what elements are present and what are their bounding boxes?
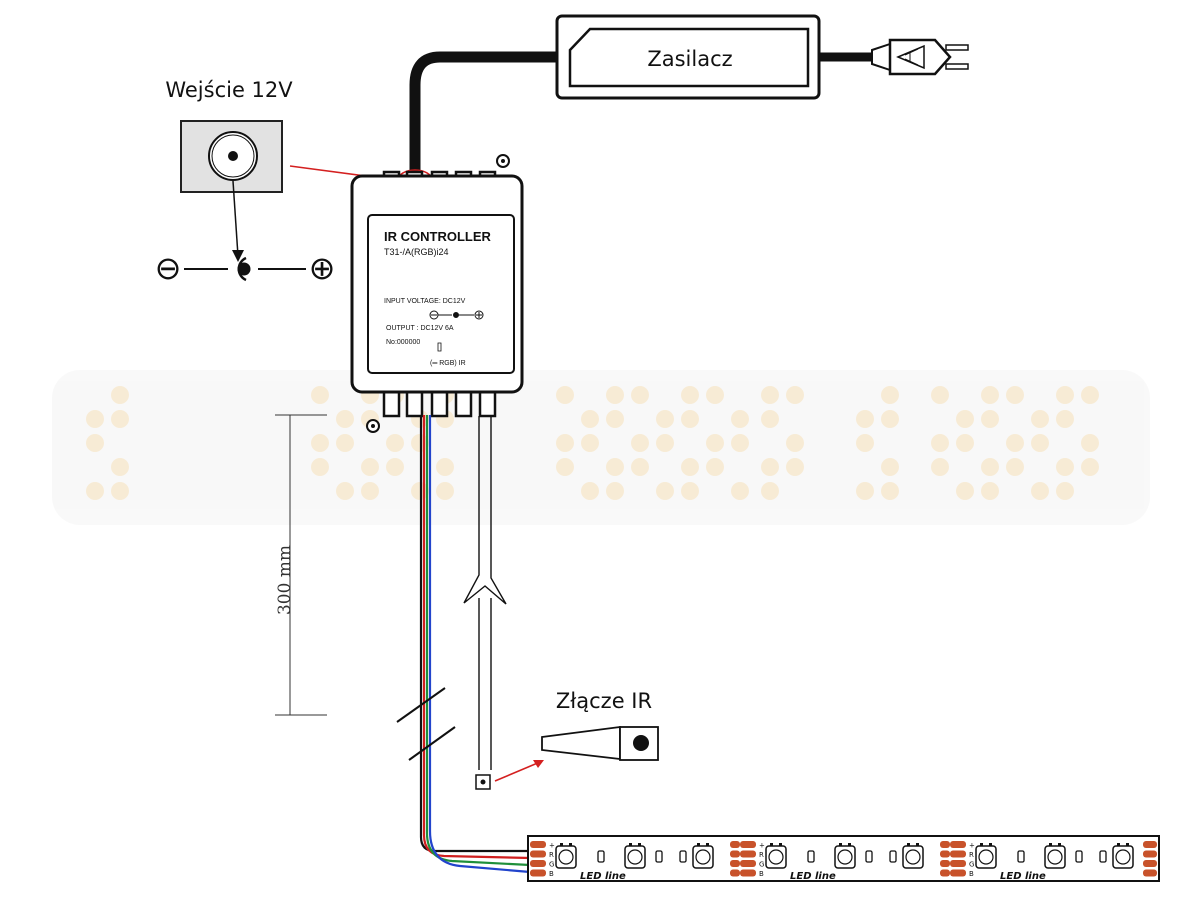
pin-label: B — [969, 870, 974, 878]
controller-model: T31-/A(RGB)i24 — [384, 247, 449, 257]
strip-connector: +RGB — [530, 841, 555, 878]
led-chip-icon — [1044, 843, 1066, 869]
led-chip-icon — [1112, 843, 1134, 869]
led-chip-icon — [555, 843, 577, 869]
power-supply: Zasilacz — [555, 14, 821, 100]
resistor-icon — [1075, 850, 1083, 863]
dimension-label: 300 mm — [275, 545, 295, 615]
cable-break-icon — [396, 687, 456, 761]
pin-label: B — [549, 870, 554, 878]
pin-label: B — [759, 870, 764, 878]
plus-icon: ⊕ — [309, 249, 336, 287]
pin-label: G — [759, 861, 764, 869]
power-supply-label: Zasilacz — [647, 47, 732, 71]
resistor-icon — [1099, 850, 1107, 863]
resistor-icon — [1017, 850, 1025, 863]
annotation-arrow — [494, 761, 541, 782]
resistor-icon — [679, 850, 687, 863]
led-chip-icon — [902, 843, 924, 869]
pin-label: R — [759, 851, 764, 859]
minus-icon: ⊖ — [155, 249, 182, 287]
strip-connector: +RGB — [740, 841, 765, 878]
pin-label: G — [969, 861, 974, 869]
strip-brand: LED line — [790, 871, 836, 882]
led-chip-icon — [975, 843, 997, 869]
led-chip-icon — [765, 843, 787, 869]
plug-icon — [871, 38, 969, 76]
input-12v-label: Wejście 12V — [165, 78, 293, 102]
resistor-icon — [655, 850, 663, 863]
resistor-icon — [889, 850, 897, 863]
pin-label: R — [549, 851, 554, 859]
ir-controller: IR CONTROLLER T31-/A(RGB)i24 INPUT VOLTA… — [350, 154, 524, 433]
dc-cable — [409, 51, 557, 180]
strip-brand: LED line — [580, 871, 626, 882]
pin-label: + — [759, 842, 765, 850]
pin-label: G — [549, 861, 554, 869]
controller-ports: (═ RGB) IR — [430, 360, 466, 367]
controller-serial: No:000000 — [386, 339, 420, 346]
dc-jack-illustration: Wejście 12V — [165, 78, 293, 193]
dimension-line: 300 mm — [275, 414, 327, 716]
led-chip-icon — [834, 843, 856, 869]
watermark — [52, 370, 1150, 525]
led-chip-icon — [692, 843, 714, 869]
controller-title: IR CONTROLLER — [384, 229, 491, 244]
polarity-symbol: ⊖ ⊕ — [155, 180, 336, 287]
ir-connector-illustration — [541, 725, 659, 761]
pin-label: + — [969, 842, 975, 850]
controller-output: OUTPUT : DC12V 6A — [386, 325, 454, 332]
pin-label: R — [969, 851, 974, 859]
pin-label: + — [549, 842, 555, 850]
led-chip-icon — [624, 843, 646, 869]
rgb-cable — [419, 415, 531, 874]
resistor-icon — [865, 850, 873, 863]
resistor-icon — [807, 850, 815, 863]
ir-cable — [463, 416, 507, 770]
strip-brand: LED line — [1000, 871, 1046, 882]
controller-input-voltage: INPUT VOLTAGE: DC12V — [384, 298, 466, 305]
strip-connector: +RGB — [950, 841, 975, 878]
ir-connector-label: Złącze IR — [556, 689, 652, 713]
resistor-icon — [597, 850, 605, 863]
